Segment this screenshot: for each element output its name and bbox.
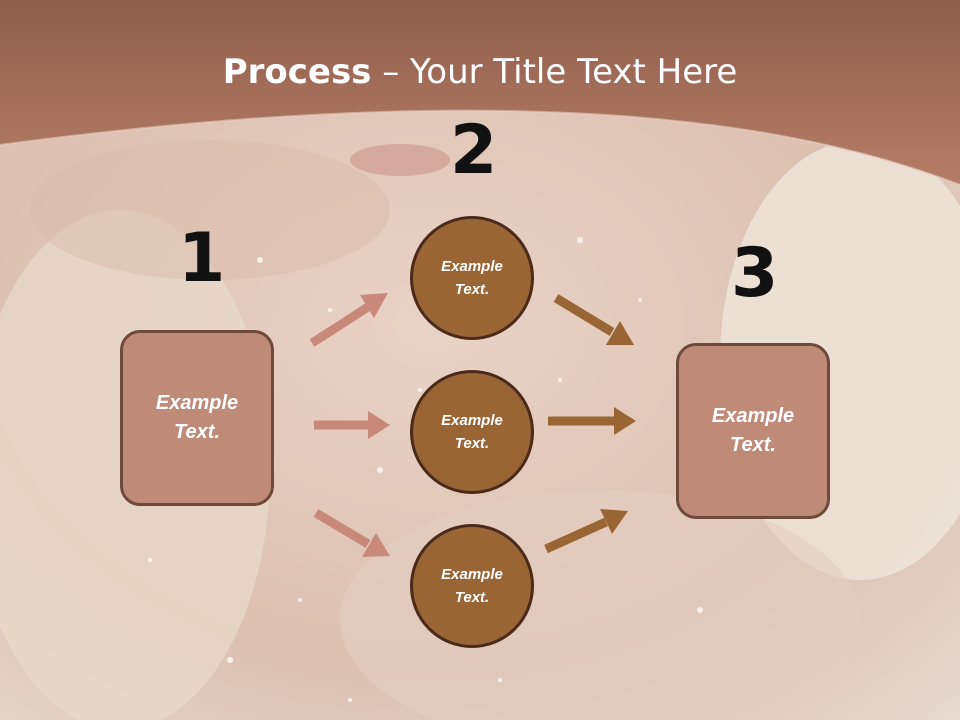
circle-middle-line1: Example [441, 412, 503, 429]
arrow-to-middle-circle [314, 411, 390, 439]
step-number-1: 1 [178, 219, 226, 298]
step-number-3: 3 [731, 234, 779, 313]
circle-top-line1: Example [441, 258, 503, 275]
circle-bottom-line2: Text. [454, 589, 490, 606]
step-box-3-line2: Text. [730, 434, 776, 456]
step-number-2: 2 [450, 111, 498, 190]
arrow-from-top-circle [553, 294, 634, 345]
circle-top-line2: Text. [454, 281, 490, 298]
step-box-1-line2: Text. [174, 421, 220, 443]
step-box-1: Example Text. [120, 330, 274, 506]
title-bold: Process [222, 52, 372, 92]
step-circle-bottom: Example Text. [410, 524, 534, 648]
circle-middle-line2: Text. [454, 435, 490, 452]
step-box-3: Example Text. [676, 343, 830, 519]
arrow-from-bottom-circle [544, 509, 628, 554]
page-title: Process – Your Title Text Here [0, 52, 960, 92]
title-rest: – Your Title Text Here [371, 52, 738, 92]
step-circle-top: Example Text. [410, 216, 534, 340]
step-box-1-line1: Example [155, 392, 239, 414]
header-band [0, 0, 960, 185]
arrow-to-top-circle [309, 293, 388, 347]
step-box-3-line1: Example [711, 405, 795, 427]
arrow-to-bottom-circle [313, 509, 390, 557]
circle-bottom-line1: Example [441, 566, 503, 583]
step-circle-middle: Example Text. [410, 370, 534, 494]
arrow-from-middle-circle [548, 407, 636, 435]
